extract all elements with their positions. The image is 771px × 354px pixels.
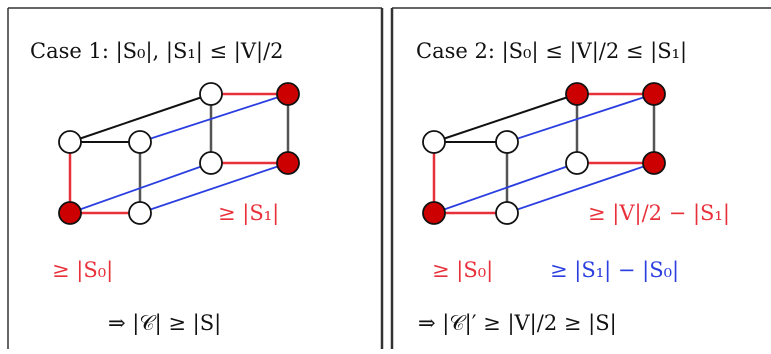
panel-frames xyxy=(7,7,771,349)
panel1-label-s1: ≥ |S₁| xyxy=(218,201,279,226)
panel1-label-s0: ≥ |S₀| xyxy=(52,258,113,283)
edge xyxy=(69,93,212,143)
panel2-label-s0: ≥ |S₀| xyxy=(432,258,493,283)
panel1-title: Case 1: |S₀|, |S₁| ≤ |V|/2 xyxy=(30,39,284,64)
node-red xyxy=(642,82,666,106)
node-white xyxy=(58,130,82,154)
edge xyxy=(433,162,578,214)
node-white xyxy=(565,151,589,175)
edge xyxy=(506,162,655,214)
edge xyxy=(433,93,578,143)
node-white xyxy=(128,201,152,225)
panel1-conclusion: ⇒ |𝒞| ≥ |S| xyxy=(108,311,221,336)
node-white xyxy=(422,130,446,154)
node-red xyxy=(422,201,446,225)
node-red xyxy=(58,201,82,225)
panel2-title: Case 2: |S₀| ≤ |V|/2 ≤ |S₁| xyxy=(416,39,687,64)
panel-case-2: Case 2: |S₀| ≤ |V|/2 ≤ |S₁| ≥ |V| xyxy=(416,39,730,336)
node-red xyxy=(565,82,589,106)
node-white xyxy=(199,82,223,106)
panel2-conclusion: ⇒ |𝒞|′ ≥ |V|/2 ≥ |S| xyxy=(418,311,617,336)
panel2-edges xyxy=(432,92,656,215)
node-white xyxy=(128,130,152,154)
panel1-edges xyxy=(68,92,290,215)
node-white xyxy=(495,201,519,225)
edge xyxy=(506,93,655,143)
node-white xyxy=(199,151,223,175)
edge xyxy=(139,162,289,214)
panel2-label-s1: ≥ |V|/2 − |S₁| xyxy=(588,201,730,226)
node-white xyxy=(495,130,519,154)
node-red xyxy=(642,151,666,175)
node-red xyxy=(276,82,300,106)
panel2-nodes xyxy=(422,82,666,225)
panel-case-1: Case 1: |S₀|, |S₁| ≤ |V|/2 xyxy=(30,39,300,336)
edge xyxy=(139,93,289,143)
edge xyxy=(69,162,212,214)
panel2-label-diff: ≥ |S₁| − |S₀| xyxy=(550,258,679,283)
node-red xyxy=(276,151,300,175)
panel1-nodes xyxy=(58,82,300,225)
